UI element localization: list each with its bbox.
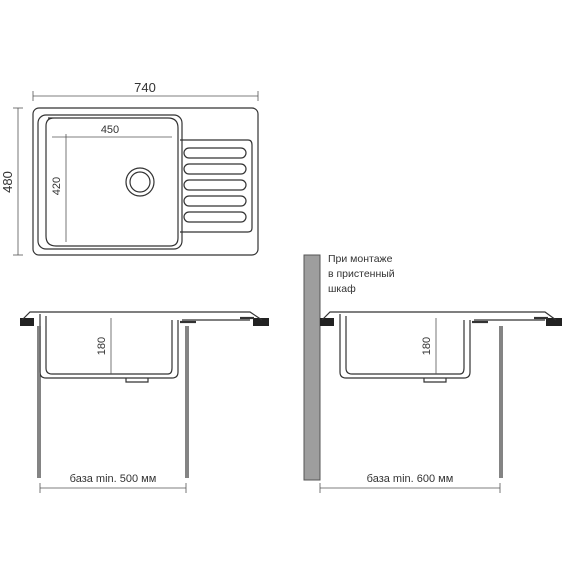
top-view: 740 480 450 420 — [0, 80, 259, 256]
bowl-outline — [45, 117, 179, 247]
section-right-depth-label: 180 — [421, 337, 433, 355]
sink-rim-profile — [21, 311, 263, 321]
section-right-base-label: база min. 600 мм — [367, 473, 454, 485]
countertop-right — [546, 318, 562, 326]
bowl-profile-outer — [39, 314, 179, 379]
drain-inner — [129, 171, 151, 193]
section-right: При монтаже в пристенный шкаф 180 база m… — [303, 253, 562, 493]
drainer-rib — [183, 147, 247, 159]
bowl-depth-label: 420 — [51, 177, 63, 195]
drainer-area — [180, 139, 253, 233]
sink-outline — [32, 107, 259, 256]
drain-outer — [125, 167, 155, 197]
bowl-profile-inner — [45, 316, 173, 375]
bowl-width-label: 450 — [101, 124, 119, 136]
countertop-left — [320, 318, 334, 326]
drainer-rib — [183, 179, 247, 191]
bowl-profile-inner — [345, 316, 465, 375]
bowl-profile-outer — [339, 314, 471, 379]
drain-outlet — [125, 378, 149, 383]
overall-width-label: 740 — [134, 80, 156, 95]
drainer-rib — [183, 163, 247, 175]
section-left-base-label: база min. 500 мм — [70, 473, 157, 485]
drainer-rib — [183, 195, 247, 207]
countertop-right — [253, 318, 269, 326]
countertop-left — [20, 318, 34, 326]
section-left-depth-label: 180 — [96, 337, 108, 355]
bowl-rim — [37, 114, 183, 250]
mounting-note-line-3: шкаф — [328, 283, 356, 295]
drainer-rib — [183, 211, 247, 223]
overall-depth-label: 480 — [0, 171, 15, 193]
drain-outlet — [423, 378, 447, 383]
mounting-note-line-1: При монтаже — [328, 253, 393, 265]
section-left: 180 база min. 500 мм — [20, 311, 269, 493]
drainer-ribs — [183, 147, 247, 223]
sink-rim-profile — [321, 311, 557, 321]
wall — [303, 254, 321, 481]
mounting-note-line-2: в пристенный — [328, 268, 395, 280]
